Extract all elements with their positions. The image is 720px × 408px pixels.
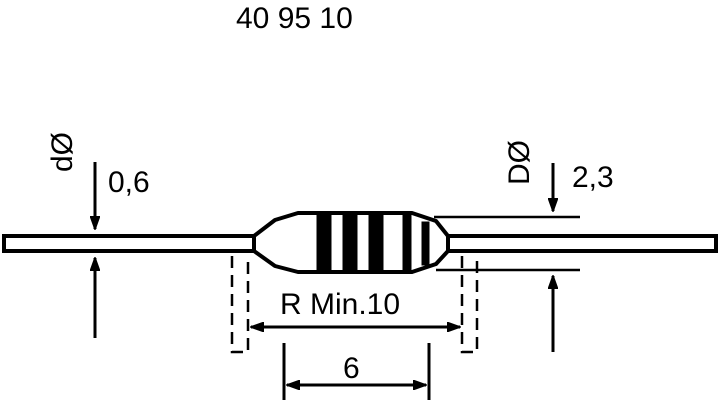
color-band-5 [421,221,430,266]
lead-diameter-value: 0,6 [108,166,150,199]
color-band-1 [316,213,332,272]
color-bands [316,213,430,272]
body-length-value: 6 [343,352,360,385]
color-band-4 [402,213,412,272]
body-diameter-value: 2,3 [572,161,614,194]
body-diameter-label: DØ [503,140,536,185]
bent-lead-outlines [230,256,479,354]
right-lead [446,234,718,253]
lead-diameter-label: dØ [46,131,79,172]
color-band-2 [342,213,358,272]
part-number: 40 95 10 [236,2,353,35]
bend-radius-label: R Min.10 [280,288,401,321]
left-lead [2,234,256,253]
color-band-3 [368,213,384,272]
